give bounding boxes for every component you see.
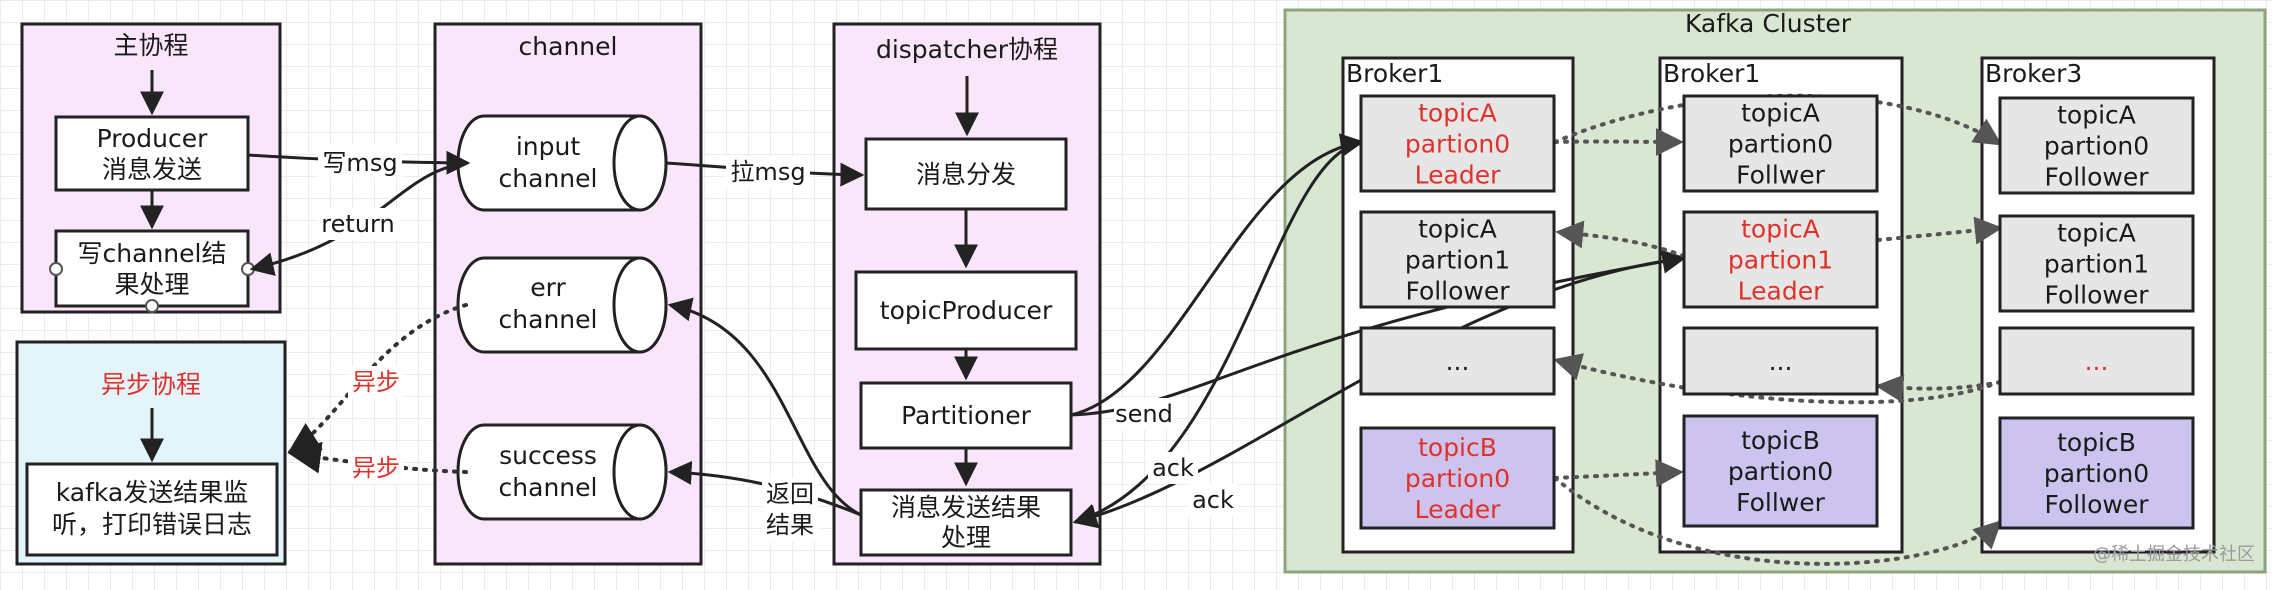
broker-2-partition-2-line-1: topicA: [1741, 215, 1820, 244]
broker-1-name: Broker1: [1346, 59, 1443, 88]
success-channel-label-2: channel: [499, 473, 598, 502]
broker-1-partition-3-line-1: ...: [1446, 347, 1470, 376]
err-channel-label-1: err: [530, 273, 566, 302]
broker-3-partition-4-line-1: topicB: [2057, 428, 2136, 457]
listener-label-2: 听，打印错误日志: [52, 510, 252, 539]
broker-2-partition-3-line-1: ...: [1769, 347, 1793, 376]
broker-2-partition-1-line-1: topicA: [1741, 99, 1820, 128]
broker-1-partition-4-line-3: Leader: [1415, 495, 1501, 524]
producer-label-2: 消息发送: [102, 155, 202, 184]
edge-label-write-msg: 写msg: [322, 149, 397, 177]
broker-1-partition-4-line-1: topicB: [1418, 433, 1497, 462]
edge-label-return: return: [321, 210, 394, 238]
broker-1-partition-1-line-2: partion0: [1405, 130, 1510, 159]
connector-dot-bottom: [146, 300, 158, 312]
edge-label-async-err: 异步: [352, 368, 400, 396]
edge-label-return-result-2: 结果: [766, 511, 814, 539]
broker-3-partition-2-line-1: topicA: [2057, 219, 2136, 248]
edge-label-return-result-1: 返回: [766, 480, 814, 508]
broker-2-partition-2-line-3: Leader: [1738, 277, 1824, 306]
broker-2-partition-4-line-1: topicB: [1741, 426, 1820, 455]
brokers-layer: Broker1topicApartion0LeadertopicApartion…: [1346, 59, 2193, 528]
broker-1-partition-4-line-2: partion0: [1405, 464, 1510, 493]
topic-producer-label: topicProducer: [880, 296, 1053, 325]
broker-3-partition-3-line-1: ...: [2085, 347, 2109, 376]
edge-label-send: send: [1115, 400, 1173, 428]
broker-1-partition-2-line-2: partion1: [1405, 246, 1510, 275]
success-channel-label-1: success: [499, 441, 597, 470]
broker-3-partition-2-line-2: partion1: [2044, 250, 2149, 279]
edge-label-ack-1: ack: [1152, 454, 1194, 482]
err-channel: err channel: [458, 258, 666, 352]
channel-title: channel: [519, 32, 618, 61]
broker-1-partition-2-line-1: topicA: [1418, 215, 1497, 244]
callback-label-1: 写channel结: [78, 239, 227, 268]
broker-3-name: Broker3: [1985, 59, 2082, 88]
broker-3-partition-1-line-1: topicA: [2057, 101, 2136, 130]
broker-1-partition-2-line-3: Follower: [1405, 277, 1510, 306]
broker-2-partition-1-line-2: partion0: [1728, 130, 1833, 159]
edge-label-pull-msg: 拉msg: [730, 158, 805, 186]
broker-3-partition-4-line-3: Follower: [2044, 490, 2149, 519]
broker-2-partition-1-line-3: Follwer: [1736, 161, 1826, 190]
callback-label-2: 果处理: [114, 270, 189, 299]
producer-label-1: Producer: [97, 124, 209, 153]
edge-label-async-success: 异步: [352, 454, 400, 482]
broker-1-partition-1-line-3: Leader: [1415, 161, 1501, 190]
broker-1-partition-1-line-1: topicA: [1418, 99, 1497, 128]
broker-3-partition-4-line-2: partion0: [2044, 459, 2149, 488]
broker-2-partition-4-line-2: partion0: [1728, 457, 1833, 486]
broker-3-partition-2-line-3: Follower: [2044, 281, 2149, 310]
broker-2-partition-4-line-3: Follwer: [1736, 488, 1826, 517]
listener-label-1: kafka发送结果监: [56, 478, 249, 507]
success-channel: success channel: [458, 425, 666, 519]
partitioner-label: Partitioner: [901, 401, 1032, 430]
broker-3-partition-1-line-3: Follower: [2044, 163, 2149, 192]
async-coroutine-title: 异步协程: [101, 370, 201, 399]
broker-2-name: Broker1: [1663, 59, 1760, 88]
connector-dot-left: [50, 263, 62, 275]
input-channel-label-1: input: [516, 132, 581, 161]
dispatcher-title: dispatcher协程: [876, 35, 1058, 64]
broker-2-partition-2-line-2: partion1: [1728, 246, 1833, 275]
input-channel: input channel: [458, 116, 666, 210]
watermark: @稀土掘金技术社区: [2093, 544, 2255, 565]
edge-label-ack-2: ack: [1192, 486, 1234, 514]
result-handler-label-1: 消息发送结果: [891, 493, 1041, 522]
input-channel-label-2: channel: [499, 164, 598, 193]
dispatch-label: 消息分发: [916, 160, 1016, 189]
broker-3-partition-1-line-2: partion0: [2044, 132, 2149, 161]
err-channel-label-2: channel: [499, 305, 598, 334]
cluster-title: Kafka Cluster: [1685, 9, 1852, 38]
result-handler-label-2: 处理: [941, 523, 991, 552]
main-coroutine-title: 主协程: [113, 31, 188, 60]
